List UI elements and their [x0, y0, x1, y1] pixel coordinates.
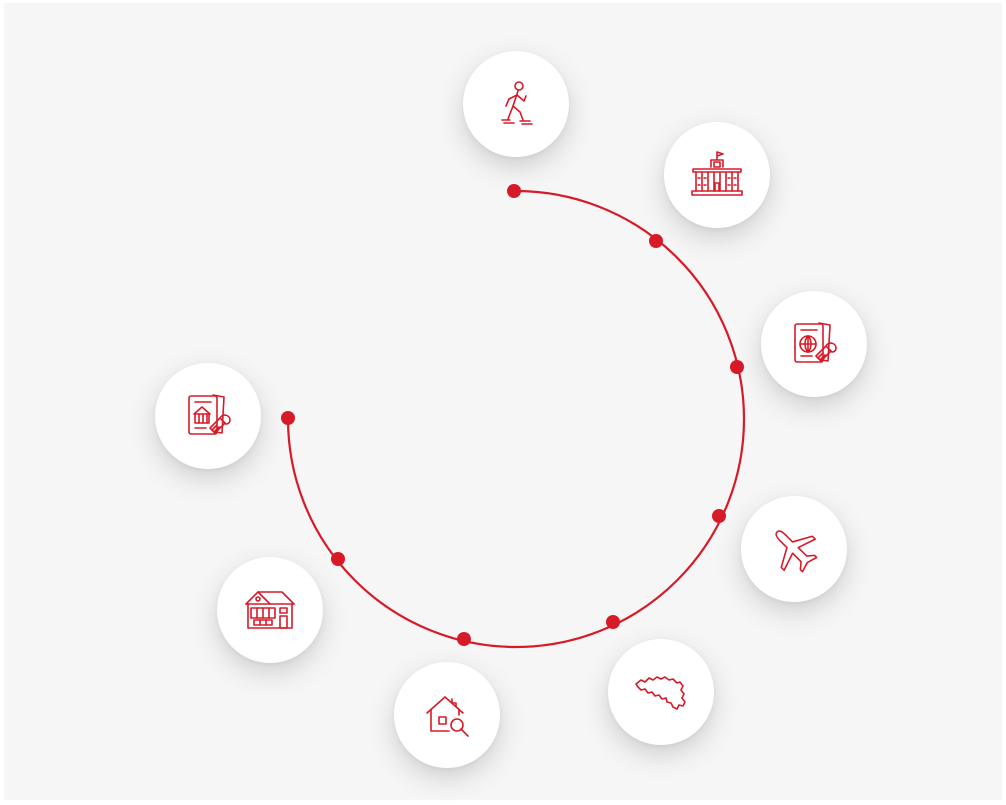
timeline-dot — [281, 411, 295, 425]
airplane-icon — [775, 530, 818, 573]
timeline-dot — [730, 360, 744, 374]
step-airplane-node — [741, 496, 847, 602]
diagram-canvas — [4, 3, 1002, 800]
step-walking-node — [463, 51, 569, 157]
house-search-icon — [426, 696, 469, 737]
university-building-icon — [691, 151, 743, 196]
townhouse-building-icon — [245, 591, 295, 629]
passport-globe-stamp-icon — [794, 322, 837, 363]
walking-person-icon — [501, 81, 533, 125]
residence-permit-stamp-icon — [188, 394, 231, 435]
timeline-dot — [649, 234, 663, 248]
step-house-search-node — [394, 662, 500, 768]
timeline-dot — [507, 184, 521, 198]
step-belgium-map-node — [608, 639, 714, 745]
timeline-dot — [606, 615, 620, 629]
belgium-map-icon — [635, 676, 686, 710]
timeline-arc — [286, 189, 746, 649]
timeline-dot — [457, 632, 471, 646]
timeline-arc-svg — [281, 184, 746, 649]
step-university-node — [664, 122, 770, 228]
timeline-dot — [331, 552, 345, 566]
step-townhouse-node — [217, 557, 323, 663]
step-passport-node — [761, 291, 867, 397]
step-residence-permit-node — [155, 363, 261, 469]
timeline-dot — [712, 509, 726, 523]
